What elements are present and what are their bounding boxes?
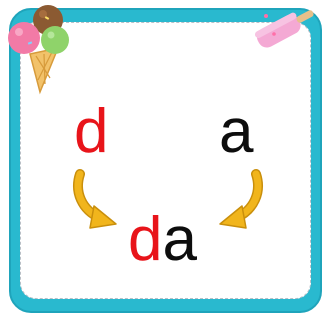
syllable-vowel: a (162, 209, 196, 271)
syllable-consonant: d (128, 209, 162, 271)
ice-cream-cone-icon (0, 0, 96, 96)
consonant-letter: d (74, 101, 108, 163)
popsicle-icon (244, 4, 324, 48)
syllable-word: da (128, 209, 197, 271)
curved-arrow-icon (212, 168, 268, 234)
curved-arrow-icon (68, 168, 124, 234)
vowel-letter: a (219, 101, 253, 163)
